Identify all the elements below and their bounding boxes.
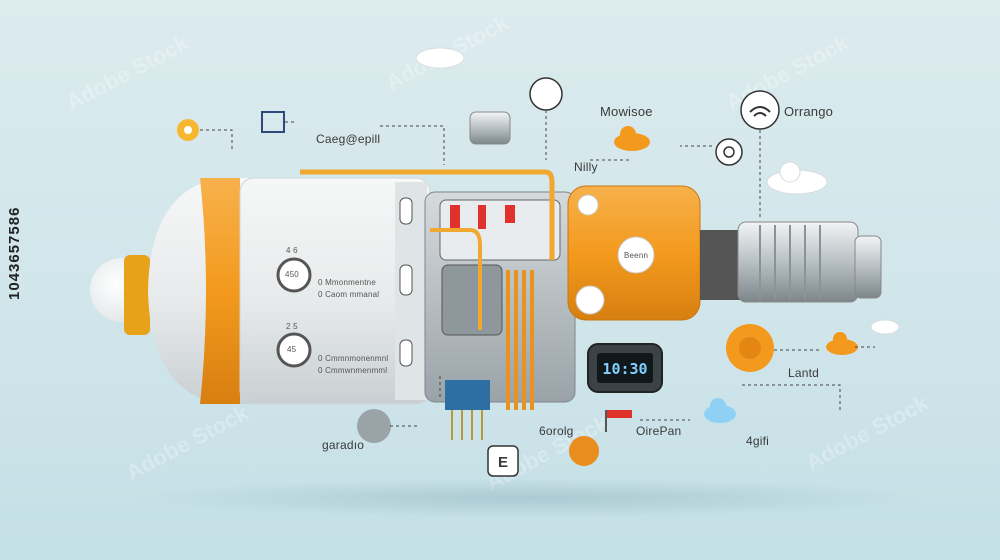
gauge2-value: 45: [287, 345, 297, 354]
pipe: [300, 169, 555, 260]
lens-ridges: [759, 225, 821, 300]
chip-pins: [451, 410, 483, 440]
badge-code: E: [498, 454, 508, 471]
clock-display: 10:30: [602, 360, 647, 378]
switch: [399, 264, 413, 296]
red-component: [505, 205, 515, 223]
grid-icon: [261, 111, 285, 133]
engine-module: [441, 264, 503, 336]
cloud-icon: [704, 398, 736, 423]
drum-dial-small: [577, 194, 599, 216]
label-mowisoe: Mowisoe: [600, 104, 653, 119]
cloud-icon: [826, 332, 858, 355]
orange-band: [200, 178, 240, 404]
connector-lines: [200, 110, 875, 427]
gauge1-value: 450: [285, 270, 299, 279]
bulb-cap: [124, 255, 150, 335]
info-line: 0 Cmmnmonenmnl: [318, 354, 389, 363]
gauge-bot-mark: 2 5: [286, 322, 298, 331]
info-line: 0 Mmonmentne: [318, 278, 376, 287]
pipe-bundle: [506, 270, 534, 410]
label-cognition: Caeg@epill: [316, 132, 381, 146]
badge-icon: [487, 445, 519, 477]
coin-icon-center: [184, 126, 192, 134]
target-icon: [715, 138, 743, 166]
drum-dial: [617, 236, 655, 274]
cloud-icon: [415, 47, 465, 69]
drum-dial-small: [575, 285, 605, 315]
cloud-icon: [766, 161, 828, 195]
cloud-icon: [870, 319, 900, 335]
label-agifi: 4gifi: [746, 434, 770, 448]
wifi-waves: [749, 106, 771, 117]
target-icon-center: [723, 146, 735, 158]
lens-front: [854, 235, 882, 299]
label-gargdio: garadıo: [322, 438, 365, 452]
label-lantd: Lantd: [788, 366, 820, 380]
gauge-1: [276, 257, 312, 293]
lens-barrel: [737, 221, 859, 303]
motor-icon: [469, 111, 511, 145]
dial-label: Beenn: [624, 251, 649, 260]
red-component: [478, 205, 486, 229]
clock-screen: [597, 353, 653, 383]
label-oirepan: OirePan: [636, 424, 682, 438]
side-id-text: 1043657586: [6, 206, 23, 300]
orange-dot: [569, 436, 599, 466]
cloud-icon: [614, 126, 650, 151]
chip: [445, 380, 490, 410]
wifi-icon: [740, 90, 780, 130]
label-nilly: Nilly: [574, 160, 598, 174]
label-sorolg: 6orolg: [539, 424, 574, 438]
coupling: [700, 230, 740, 300]
info-line: 0 Caom mmanal: [318, 290, 380, 299]
switch: [399, 339, 413, 367]
label-orrango: Orrango: [784, 104, 834, 119]
ground-shadow: [130, 478, 930, 518]
gauge-top-mark: 4 6: [286, 246, 298, 255]
switch: [399, 197, 413, 225]
pipe: [430, 228, 482, 330]
info-line: 0 Cmmwnmenmml: [318, 366, 388, 375]
gauge-2: [276, 332, 312, 368]
red-component: [450, 205, 460, 229]
grey-disc: [357, 409, 391, 443]
red-flag: [606, 410, 632, 418]
gauge-icon: [529, 77, 563, 111]
orange-disc-center: [739, 337, 761, 359]
